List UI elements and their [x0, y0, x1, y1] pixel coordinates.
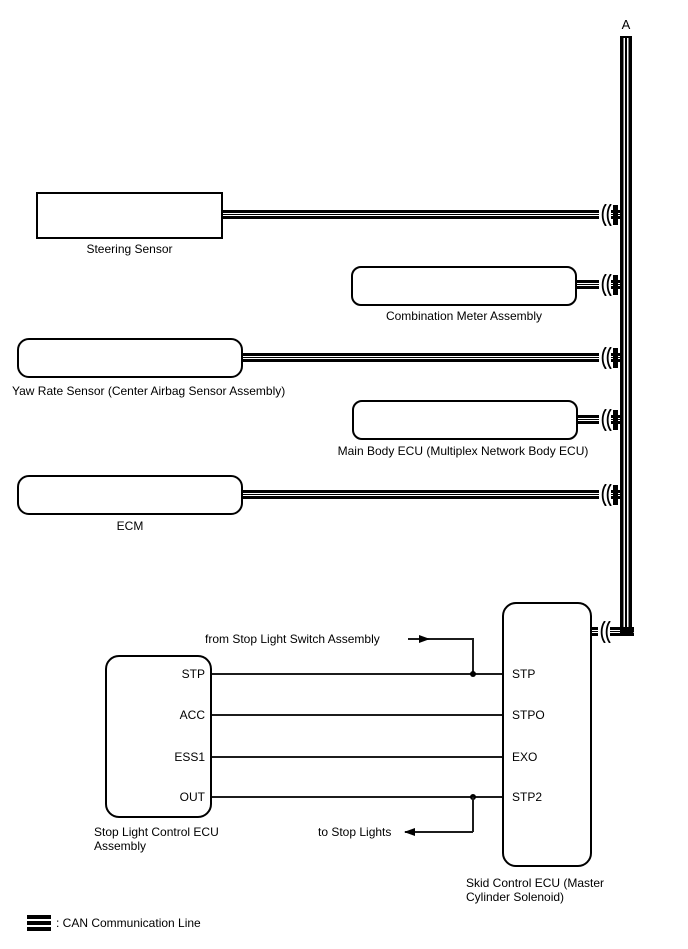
signal-wire-ess1-exo: [212, 756, 502, 758]
pin-stp: STP: [512, 667, 536, 681]
wire-break-icon: [599, 273, 612, 296]
node-steering-sensor: [36, 192, 223, 239]
wire-break-icon: [598, 620, 611, 643]
can-wire-yaw-rate: [241, 353, 632, 362]
bus-corner: [620, 627, 634, 636]
bus-top-cap: [620, 36, 632, 38]
wire-break-icon: [599, 203, 612, 226]
junction-bracket: [613, 274, 618, 295]
legend-text: : CAN Communication Line: [56, 916, 201, 930]
node-label: Assembly: [94, 839, 147, 853]
annotation-to-stop-lights: to Stop Lights: [318, 825, 392, 839]
arrow-left-icon: [404, 827, 415, 836]
wire-break-icon: [599, 346, 612, 369]
pin-ess1: ESS1: [174, 750, 205, 764]
node-label: Main Body ECU (Multiplex Network Body EC…: [337, 444, 589, 458]
node-stop-light-control-ecu: [105, 655, 212, 818]
junction-bracket: [613, 347, 618, 368]
can-bus: [620, 38, 632, 632]
junction-bracket: [613, 484, 618, 505]
arrow-line: [405, 831, 473, 833]
pin-exo: EXO: [512, 750, 538, 764]
node-ecm: [17, 475, 243, 515]
junction-bracket: [613, 409, 618, 430]
junction-bracket: [613, 204, 618, 225]
bus-label: A: [621, 17, 631, 32]
can-wire-steering: [221, 210, 632, 219]
can-wire-skid-control: [590, 627, 634, 636]
node-label: Cylinder Solenoid): [466, 890, 565, 904]
pin-stpo: STPO: [512, 708, 545, 722]
arrow-right-icon: [419, 634, 430, 643]
pin-acc: ACC: [179, 708, 205, 722]
signal-wire-acc-stpo: [212, 714, 502, 716]
node-main-body-ecu: [352, 400, 578, 440]
can-line-legend-icon: [27, 915, 51, 931]
annotation-from-stop-light-switch: from Stop Light Switch Assembly: [205, 632, 380, 646]
signal-wire-out-stp2: [212, 796, 502, 798]
arrow-line: [472, 797, 474, 832]
junction-dot: [470, 671, 476, 677]
pin-stp2: STP2: [512, 790, 543, 804]
node-label: ECM: [116, 519, 144, 533]
node-combination-meter: [351, 266, 577, 306]
arrow-line: [408, 638, 473, 640]
node-skid-control-ecu: [502, 602, 592, 867]
signal-wire-stp: [212, 673, 502, 675]
node-label: Steering Sensor: [86, 242, 173, 256]
node-label: Skid Control ECU (Master: [466, 876, 605, 890]
can-wire-ecm: [241, 490, 632, 499]
pin-stp: STP: [181, 667, 205, 681]
wire-break-icon: [599, 408, 612, 431]
node-yaw-rate-sensor: [17, 338, 243, 378]
arrow-line: [472, 638, 474, 674]
node-label: Stop Light Control ECU: [94, 825, 219, 839]
wire-break-icon: [599, 483, 612, 506]
node-label: Combination Meter Assembly: [385, 309, 543, 323]
node-label: Yaw Rate Sensor (Center Airbag Sensor As…: [12, 384, 286, 398]
pin-out: OUT: [179, 790, 205, 804]
